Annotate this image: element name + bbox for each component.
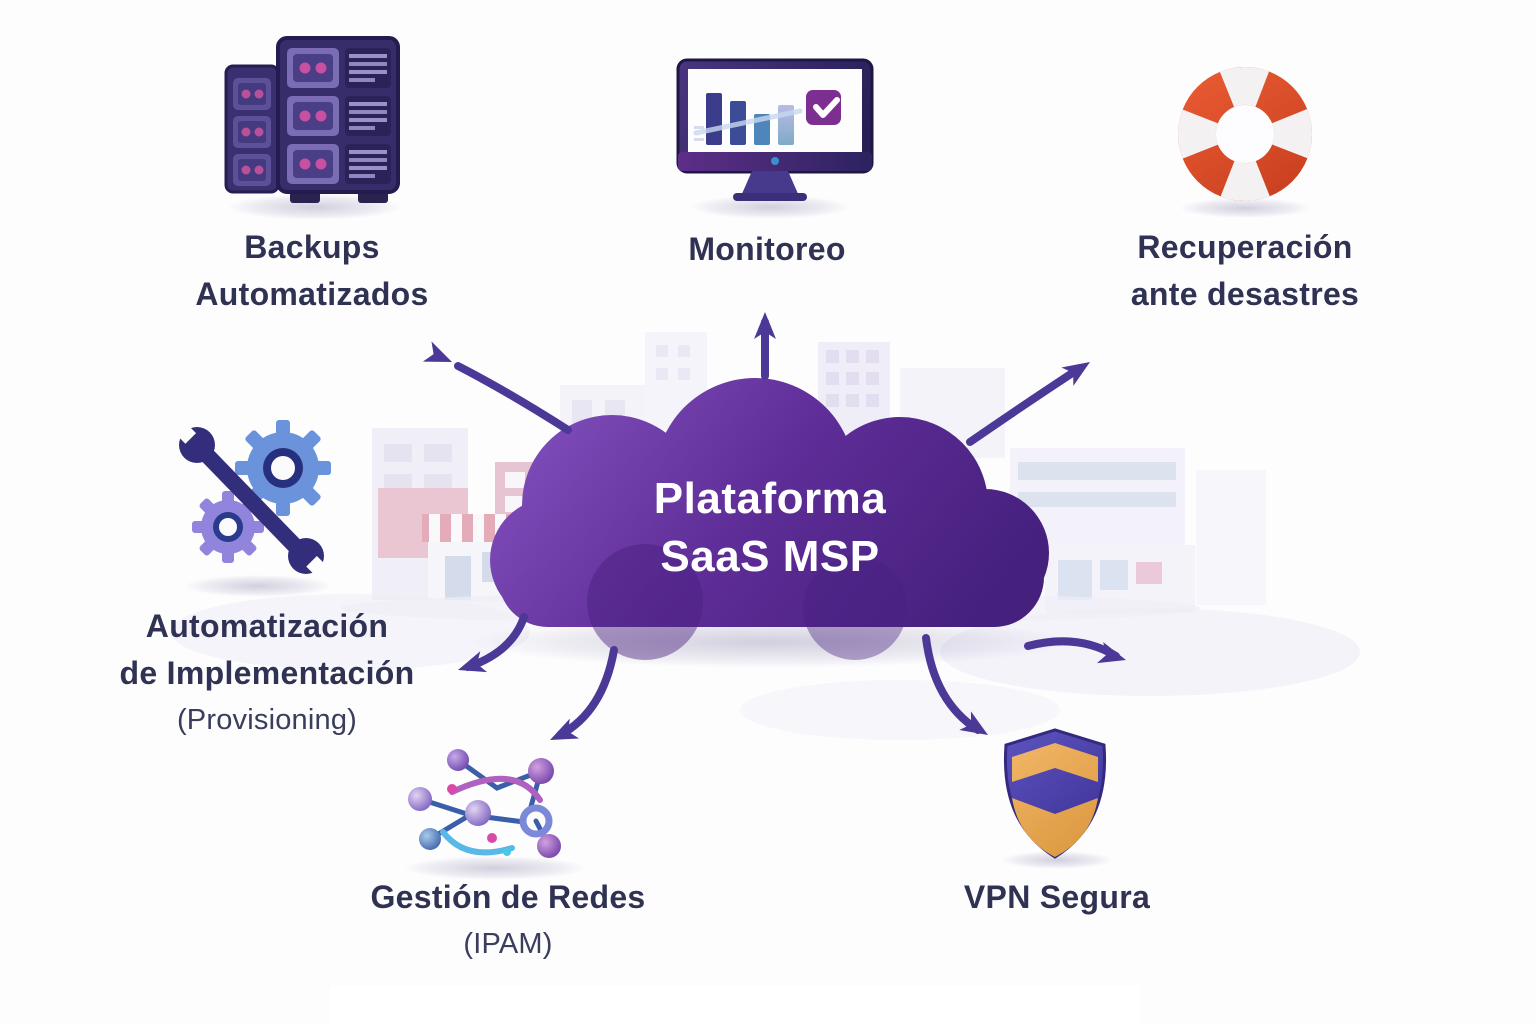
label-recovery-line2: ante desastres — [1130, 276, 1360, 312]
label-monitoring-line1: Monitoreo — [688, 231, 846, 267]
server-bay-row — [287, 144, 391, 184]
server-bay-row — [287, 48, 391, 88]
server-stack-icon — [224, 36, 400, 203]
label-vpn-line1: VPN Segura — [963, 879, 1151, 915]
label-vpn: VPN Segura — [857, 874, 1257, 921]
security-shield-icon — [1003, 728, 1107, 859]
platform-title-line2: SaaS MSP — [660, 532, 880, 581]
label-recovery-line1: Recuperación — [1137, 229, 1353, 265]
label-provisioning-line2: de Implementación — [119, 655, 415, 691]
platform-title: Plataforma SaaS MSP — [560, 470, 980, 586]
arrow-to-network — [550, 646, 618, 740]
gear-small — [192, 491, 264, 563]
monitor-chart-icon — [676, 58, 874, 201]
wrench-gears-icon — [171, 418, 332, 581]
ground-shadows — [170, 194, 1360, 880]
arrow-to-provisioning — [458, 613, 528, 673]
bottom-white-panel — [330, 986, 1140, 1024]
label-provisioning: Automatización de Implementación (Provis… — [7, 603, 527, 744]
label-network: Gestión de Redes (IPAM) — [308, 874, 708, 968]
arrow-to-vpn — [922, 634, 988, 735]
arrow-to-recovery — [966, 362, 1090, 446]
lifebuoy-icon — [1178, 67, 1312, 201]
label-provisioning-line1: Automatización — [145, 608, 389, 644]
server-bay-row — [287, 96, 391, 136]
arrow-to-right — [1024, 637, 1126, 664]
cloud-shape — [490, 378, 1049, 660]
label-backups-line1: Backups — [244, 229, 380, 265]
wrench-icon — [171, 418, 332, 581]
label-backups: Backups Automatizados — [112, 224, 512, 318]
label-network-line2: (IPAM) — [463, 928, 553, 960]
label-backups-line2: Automatizados — [195, 276, 429, 312]
gear-large — [235, 420, 331, 516]
label-monitoring: Monitoreo — [567, 226, 967, 273]
connector-arrows — [422, 312, 1126, 740]
label-network-line1: Gestión de Redes — [370, 879, 646, 915]
arrow-to-backups — [422, 341, 572, 434]
label-recovery: Recuperación ante desastres — [1045, 224, 1445, 318]
label-provisioning-line3: (Provisioning) — [176, 704, 358, 736]
platform-title-line1: Plataforma — [653, 474, 887, 523]
network-nodes-icon — [408, 749, 561, 858]
arrow-to-monitoring — [754, 312, 776, 380]
